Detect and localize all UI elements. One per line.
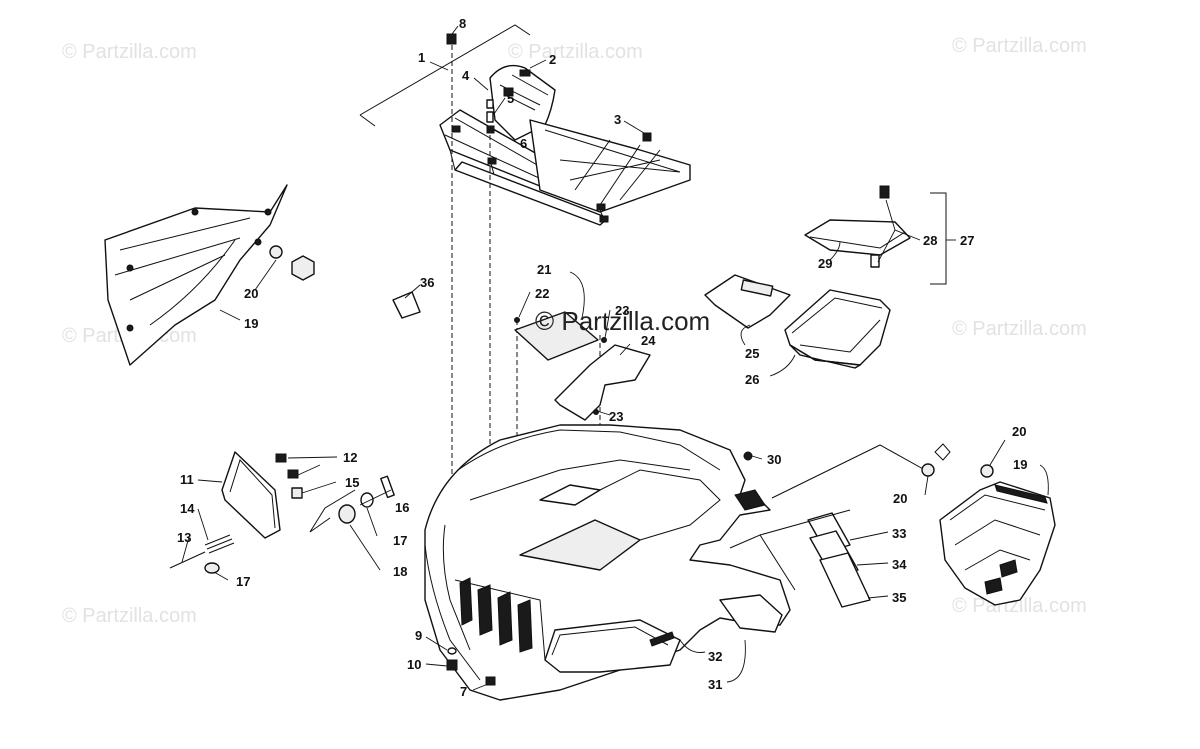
callout-6: 6 xyxy=(520,136,527,151)
callout-1: 1 xyxy=(418,50,425,65)
callout-27: 27 xyxy=(960,233,974,248)
front-fender xyxy=(424,424,791,701)
grommet-20-right-a xyxy=(921,463,935,477)
bolt-16 xyxy=(380,475,395,499)
callout-16: 16 xyxy=(395,500,409,515)
callout-23-top: 23 xyxy=(615,303,629,318)
bracket-24 xyxy=(554,344,651,421)
grommet-18 xyxy=(338,504,356,524)
push-rivet-30 xyxy=(743,451,753,461)
callout-7: 7 xyxy=(460,684,467,699)
callout-19-left: 19 xyxy=(244,316,258,331)
lid-29 xyxy=(804,219,911,256)
watermark-top-center: © Partzilla.com xyxy=(508,41,643,63)
front-light xyxy=(221,451,281,539)
callout-34: 34 xyxy=(892,557,907,572)
assembly-bracket-27 xyxy=(930,192,947,285)
screw-22 xyxy=(514,317,520,323)
callout-17b: 17 xyxy=(236,574,250,589)
nut-20-left xyxy=(291,255,315,281)
right-side-panel xyxy=(939,481,1056,606)
washer-9 xyxy=(447,647,457,655)
callout-31: 31 xyxy=(708,677,722,692)
callout-2: 2 xyxy=(549,52,556,67)
decal-35 xyxy=(819,552,871,608)
assembly-bracket-1 xyxy=(359,24,531,127)
callout-12: 12 xyxy=(343,450,357,465)
callout-3: 3 xyxy=(614,112,621,127)
grommet-20-left xyxy=(269,245,283,259)
callout-20-right: 20 xyxy=(893,491,907,506)
clip-4 xyxy=(503,87,514,97)
callout-20-right-top: 20 xyxy=(1012,424,1026,439)
latch-28-bottom xyxy=(870,254,880,268)
storage-tray xyxy=(784,289,891,369)
callout-18: 18 xyxy=(393,564,407,579)
watermark-mid-right: © Partzilla.com xyxy=(952,318,1087,340)
callout-13: 13 xyxy=(177,530,191,545)
assembly-link-light xyxy=(309,489,356,533)
callout-9: 9 xyxy=(415,628,422,643)
callout-labels: 1 2 3 4 5 6 7 8 9 10 11 12 13 14 15 16 1… xyxy=(177,16,1027,699)
callout-29: 29 xyxy=(818,256,832,271)
callout-33: 33 xyxy=(892,526,906,541)
left-side-panel xyxy=(104,184,288,366)
callout-15: 15 xyxy=(345,475,359,490)
nut-10 xyxy=(446,659,458,671)
callout-24: 24 xyxy=(641,333,656,348)
callout-32: 32 xyxy=(708,649,722,664)
screw-12b xyxy=(287,469,299,479)
watermark-center: © Partzilla.com xyxy=(535,306,710,336)
callout-36: 36 xyxy=(420,275,434,290)
watermark-top-right: © Partzilla.com xyxy=(952,35,1087,57)
callout-10: 10 xyxy=(407,657,421,672)
callout-11: 11 xyxy=(180,472,194,487)
callout-25: 25 xyxy=(745,346,759,361)
callout-30: 30 xyxy=(767,452,781,467)
decal-36 xyxy=(392,291,421,319)
nut-15 xyxy=(291,487,303,499)
callout-35: 35 xyxy=(892,590,906,605)
callout-23-bottom: 23 xyxy=(609,409,623,424)
rear-rack xyxy=(439,64,691,226)
callout-26: 26 xyxy=(745,372,759,387)
spacer-5 xyxy=(486,111,494,123)
bolt-8 xyxy=(446,33,457,45)
callout-20-left: 20 xyxy=(244,286,258,301)
watermark-top-left: © Partzilla.com xyxy=(62,41,197,63)
cover-21 xyxy=(514,311,599,361)
callout-22: 22 xyxy=(535,286,549,301)
callout-28: 28 xyxy=(923,233,937,248)
nut-6 xyxy=(486,125,495,134)
callout-14: 14 xyxy=(180,501,195,516)
callout-21: 21 xyxy=(537,262,551,277)
screw-12a xyxy=(275,453,287,463)
watermark-bottom-left: © Partzilla.com xyxy=(62,605,197,627)
assembly-link-right xyxy=(771,444,926,499)
spring-14 xyxy=(204,534,235,554)
screw-13 xyxy=(169,551,206,569)
decal-bracket xyxy=(729,509,851,591)
callout-17a: 17 xyxy=(393,533,407,548)
callout-8: 8 xyxy=(459,16,466,31)
nut-20-right xyxy=(934,443,951,461)
callout-5: 5 xyxy=(507,91,514,106)
nut-7 xyxy=(485,676,496,686)
washer-17-lower xyxy=(204,562,220,574)
leader-lines xyxy=(181,25,1049,691)
latch-28-top xyxy=(879,185,890,199)
callout-19-right: 19 xyxy=(1013,457,1027,472)
grommet-20-right-b xyxy=(980,464,994,478)
callout-4: 4 xyxy=(462,68,470,83)
bolt-4 xyxy=(486,99,494,109)
